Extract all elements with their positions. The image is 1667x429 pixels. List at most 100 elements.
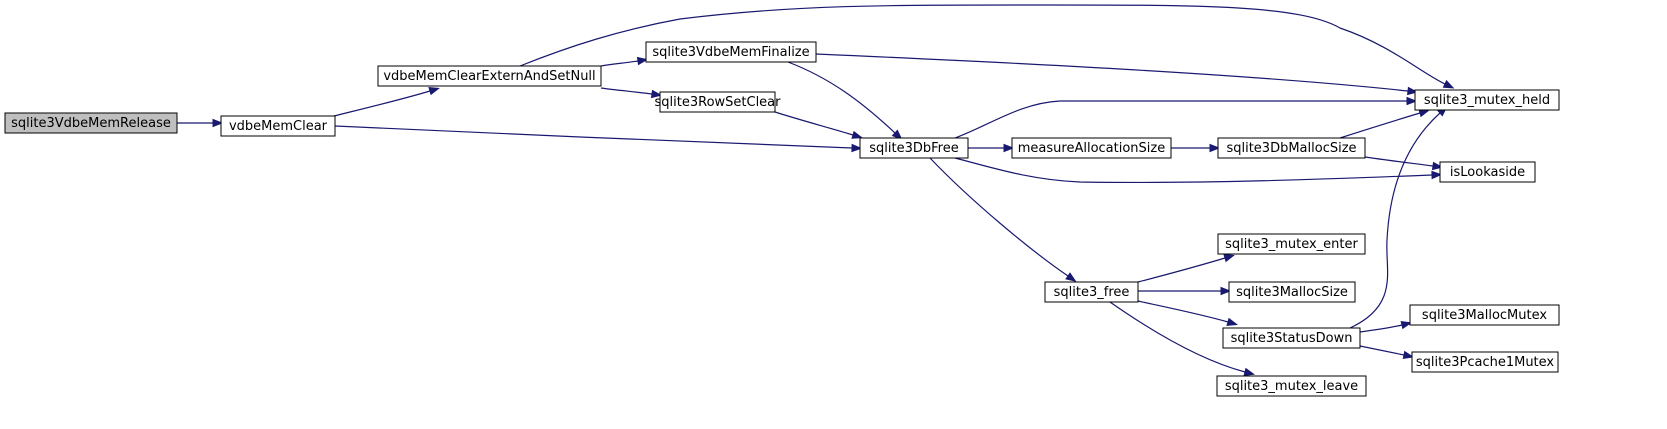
node-label: sqlite3DbFree [869,141,958,156]
node-box [4,112,178,134]
node-label: measureAllocationSize [1018,141,1165,156]
edge-line [954,157,1433,184]
edge-release-to-memclear [176,118,224,128]
edge-dbmallocsize-to-mutexheld [1339,109,1430,139]
edge-dbfree-to-islookaside [954,157,1443,184]
edge-externnull-to-rowset [600,87,663,99]
node-box [1439,161,1536,183]
node-label: sqlite3_mutex_held [1424,93,1550,108]
edge-line [774,111,854,136]
arrowhead [891,129,903,141]
node-label: sqlite3VdbeMemRelease [11,116,171,131]
node-label: sqlite3_mutex_enter [1225,237,1358,252]
arrowhead [1418,109,1430,118]
arrowhead [1442,79,1455,89]
node-box [1409,304,1560,326]
node-mutexenter[interactable]: sqlite3_mutex_enter [1217,233,1366,255]
node-box [1216,375,1367,397]
node-externnull[interactable]: vdbeMemClearExternAndSetNull [377,65,602,87]
edge-finalize-to-mutexheld [815,53,1419,96]
edge-line [1137,300,1229,323]
node-label: sqlite3StatusDown [1231,331,1353,346]
node-rowset[interactable]: sqlite3RowSetClear [655,91,782,113]
node-box [1222,327,1361,349]
edge-line [1359,324,1403,333]
arrowhead [212,118,224,128]
node-label: sqlite3MallocMutex [1422,308,1547,323]
node-statusdown[interactable]: sqlite3StatusDown [1222,327,1361,349]
node-label: sqlite3VdbeMemFinalize [652,45,809,60]
edge-line [787,61,896,134]
node-box [659,91,776,113]
nodes-layer: sqlite3VdbeMemRelease vdbeMemClear vdbeMem… [4,41,1560,397]
node-label: sqlite3RowSetClear [655,95,782,110]
node-mallocmutex[interactable]: sqlite3MallocMutex [1409,304,1560,326]
arrowhead [1223,254,1235,263]
edge-statusdown-to-pcache1mutex [1359,345,1415,360]
node-box [1411,351,1559,373]
edge-line [600,87,653,95]
arrowhead [1402,350,1415,360]
node-free[interactable]: sqlite3_free [1044,281,1139,303]
edge-line [815,53,1409,92]
edge-line [1137,257,1226,283]
edge-measure-to-dbmallocsize [1171,143,1221,153]
arrowhead [428,87,440,96]
edge-line [1339,112,1421,139]
node-mutexheld[interactable]: sqlite3_mutex_held [1414,89,1560,111]
arrowhead [1406,96,1418,106]
edges-layer [176,4,1455,376]
edge-dbfree-to-mutexheld [954,96,1418,139]
edge-line [929,157,1069,277]
arrowhead [636,56,649,66]
node-dbmallocsize[interactable]: sqlite3DbMallocSize [1217,137,1366,159]
edge-line [333,90,431,117]
node-box [1217,137,1366,159]
node-box [859,137,969,159]
arrowhead [1065,272,1077,282]
node-label: sqlite3_free [1054,285,1130,300]
node-measure[interactable]: measureAllocationSize [1011,137,1172,159]
edge-statusdown-to-mallocmutex [1359,321,1413,333]
node-finalize[interactable]: sqlite3VdbeMemFinalize [645,41,817,63]
node-label: sqlite3_mutex_leave [1225,379,1358,394]
edge-line [1109,301,1246,373]
node-label: vdbeMemClear [229,119,328,134]
node-box [1044,281,1139,303]
node-islookaside[interactable]: isLookaside [1439,161,1536,183]
arrowhead [1226,317,1239,326]
edge-line [334,125,853,149]
edge-dbfree-to-measure [968,143,1015,153]
node-label: vdbeMemClearExternAndSetNull [383,69,595,84]
node-release: sqlite3VdbeMemRelease [4,112,178,134]
node-mallocsize[interactable]: sqlite3MallocSize [1228,281,1356,303]
node-memclear[interactable]: vdbeMemClear [220,115,336,137]
arrowhead [1407,86,1419,96]
node-box [645,41,817,63]
node-dbfree[interactable]: sqlite3DbFree [859,137,969,159]
edge-line [1359,345,1405,356]
arrowhead [851,143,863,153]
node-pcache1mutex[interactable]: sqlite3Pcache1Mutex [1411,351,1559,373]
node-box [1011,137,1172,159]
node-box [1228,281,1356,303]
node-label: isLookaside [1450,165,1525,180]
arrowhead [1243,367,1256,376]
node-mutexleave[interactable]: sqlite3_mutex_leave [1216,375,1367,397]
edge-free-to-mallocsize [1137,286,1232,296]
node-box [1217,233,1366,255]
arrowhead [1400,321,1413,330]
node-box [220,115,336,137]
edge-externnull-to-finalize [600,56,649,67]
node-box [1414,89,1560,111]
node-label: sqlite3MallocSize [1236,285,1348,300]
arrowhead [650,89,663,99]
edge-line [600,60,639,67]
arrowhead [1220,286,1232,296]
node-label: sqlite3Pcache1Mutex [1416,355,1555,370]
edge-rowset-to-dbfree [774,111,863,139]
edge-line [1364,156,1434,167]
node-label: sqlite3DbMallocSize [1226,141,1356,156]
edge-line [954,99,1408,139]
